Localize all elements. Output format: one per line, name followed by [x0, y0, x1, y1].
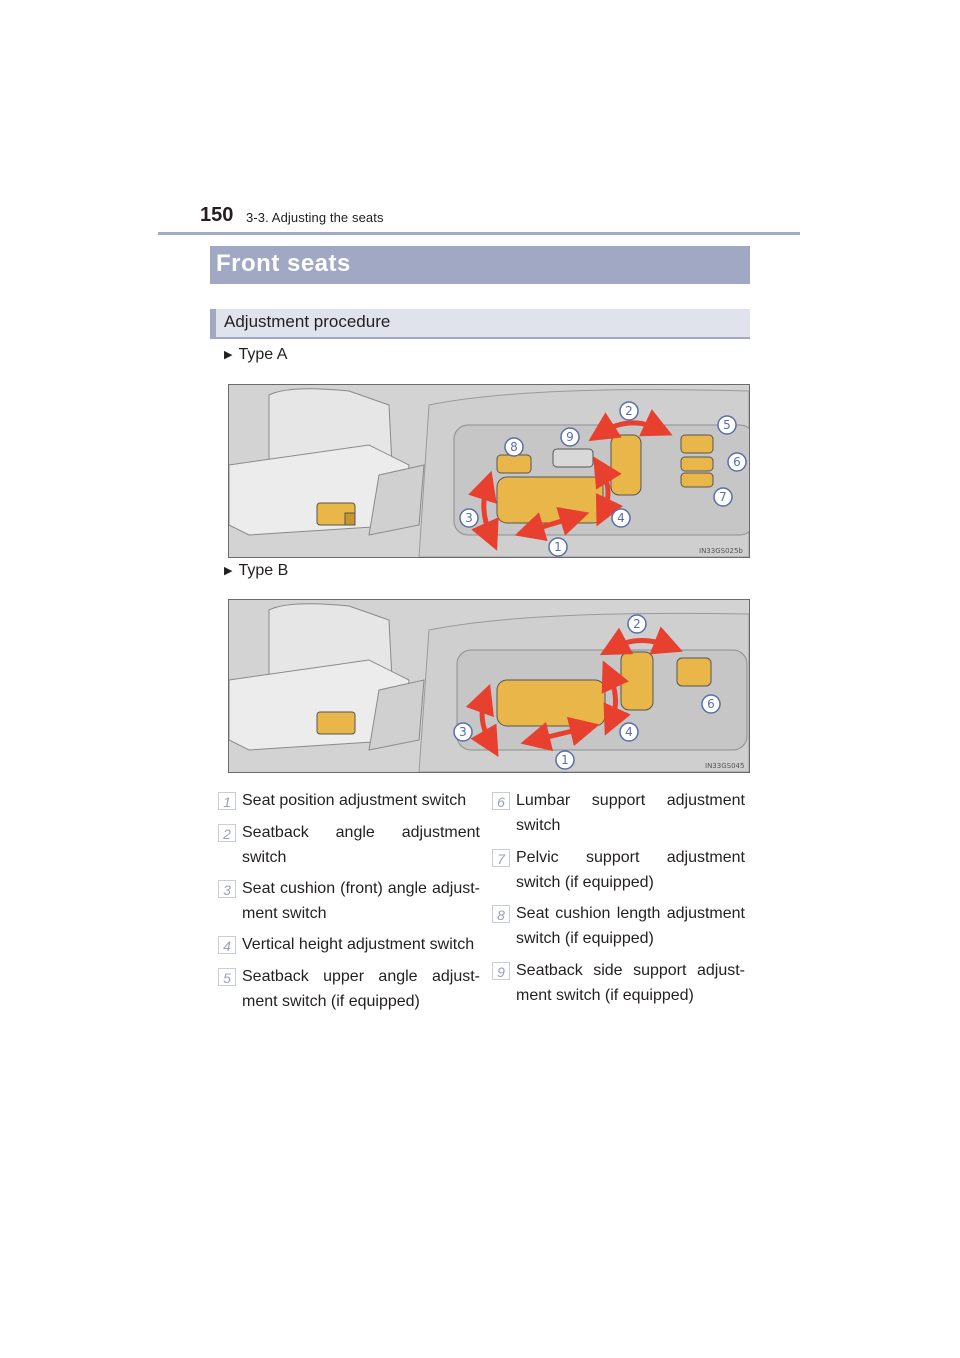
legend-text-2: Seatback angle adjustment switch: [242, 824, 480, 866]
legend-text-3: Seat cushion (front) angle adjust-ment s…: [242, 880, 480, 922]
callout-8: 8: [510, 440, 518, 454]
callout-3: 3: [465, 511, 473, 525]
subsection-bar-accent: [210, 309, 216, 339]
section-reference: 3-3. Adjusting the seats: [246, 210, 384, 225]
legend-num-6: 6: [492, 792, 510, 810]
subsection-bar: [210, 309, 750, 339]
legend-num-3: 3: [218, 880, 236, 898]
callout-5: 5: [723, 418, 731, 432]
callout-4: 4: [617, 511, 625, 525]
callout-1: 1: [554, 540, 562, 554]
legend-num-2: 2: [218, 824, 236, 842]
page-number: 150: [200, 204, 234, 226]
callout-9: 9: [566, 430, 574, 444]
seat-switch-illustration-a: 1 2 3 4 5 6 7 8 9 IN33GS025b: [229, 385, 749, 557]
seat-switch-illustration-b: 1 2 3 4 6 IN33GS045: [229, 600, 749, 772]
figure-code: IN33GS045: [705, 762, 744, 770]
legend-text-9: Seatback side support adjust-ment switch…: [516, 962, 745, 1004]
callout-3: 3: [459, 725, 467, 739]
legend-text-8: Seat cushion length adjustment switch (i…: [516, 905, 745, 947]
figure-type-b: 1 2 3 4 6 IN33GS045: [228, 599, 750, 773]
legend-text-6: Lumbar support adjustment switch: [516, 792, 745, 834]
triangle-bullet-icon: ▶: [224, 349, 233, 361]
figure-type-a: 1 2 3 4 5 6 7 8 9 IN33GS025b: [228, 384, 750, 558]
legend-num-8: 8: [492, 905, 510, 923]
figure-code: IN33GS025b: [699, 547, 743, 555]
callout-4: 4: [625, 725, 633, 739]
legend-num-4: 4: [218, 936, 236, 954]
callout-6: 6: [707, 697, 715, 711]
type-b-label: ▶Type B: [224, 562, 289, 579]
section-title: Front seats: [216, 250, 351, 277]
legend-num-5: 5: [218, 968, 236, 986]
legend-num-9: 9: [492, 962, 510, 980]
legend-text-1: Seat position adjustment switch: [242, 792, 467, 809]
legend-text-5: Seatback upper angle adjust-ment switch …: [242, 968, 480, 1010]
legend-text-4: Vertical height adjustment switch: [242, 936, 475, 953]
type-a-label: ▶Type A: [224, 346, 288, 363]
legend-num-1: 1: [218, 792, 236, 810]
subsection-title: Adjustment procedure: [224, 312, 391, 331]
callout-7: 7: [719, 490, 727, 504]
callout-1: 1: [561, 753, 569, 767]
callout-2: 2: [633, 617, 641, 631]
section-title-bar: [210, 246, 750, 284]
triangle-bullet-icon: ▶: [224, 565, 233, 577]
legend-num-7: 7: [492, 849, 510, 867]
callout-6: 6: [733, 455, 741, 469]
legend-text-7: Pelvic support adjustment switch (if equ…: [516, 849, 745, 891]
header-rule: [158, 232, 800, 235]
callout-2: 2: [625, 404, 633, 418]
